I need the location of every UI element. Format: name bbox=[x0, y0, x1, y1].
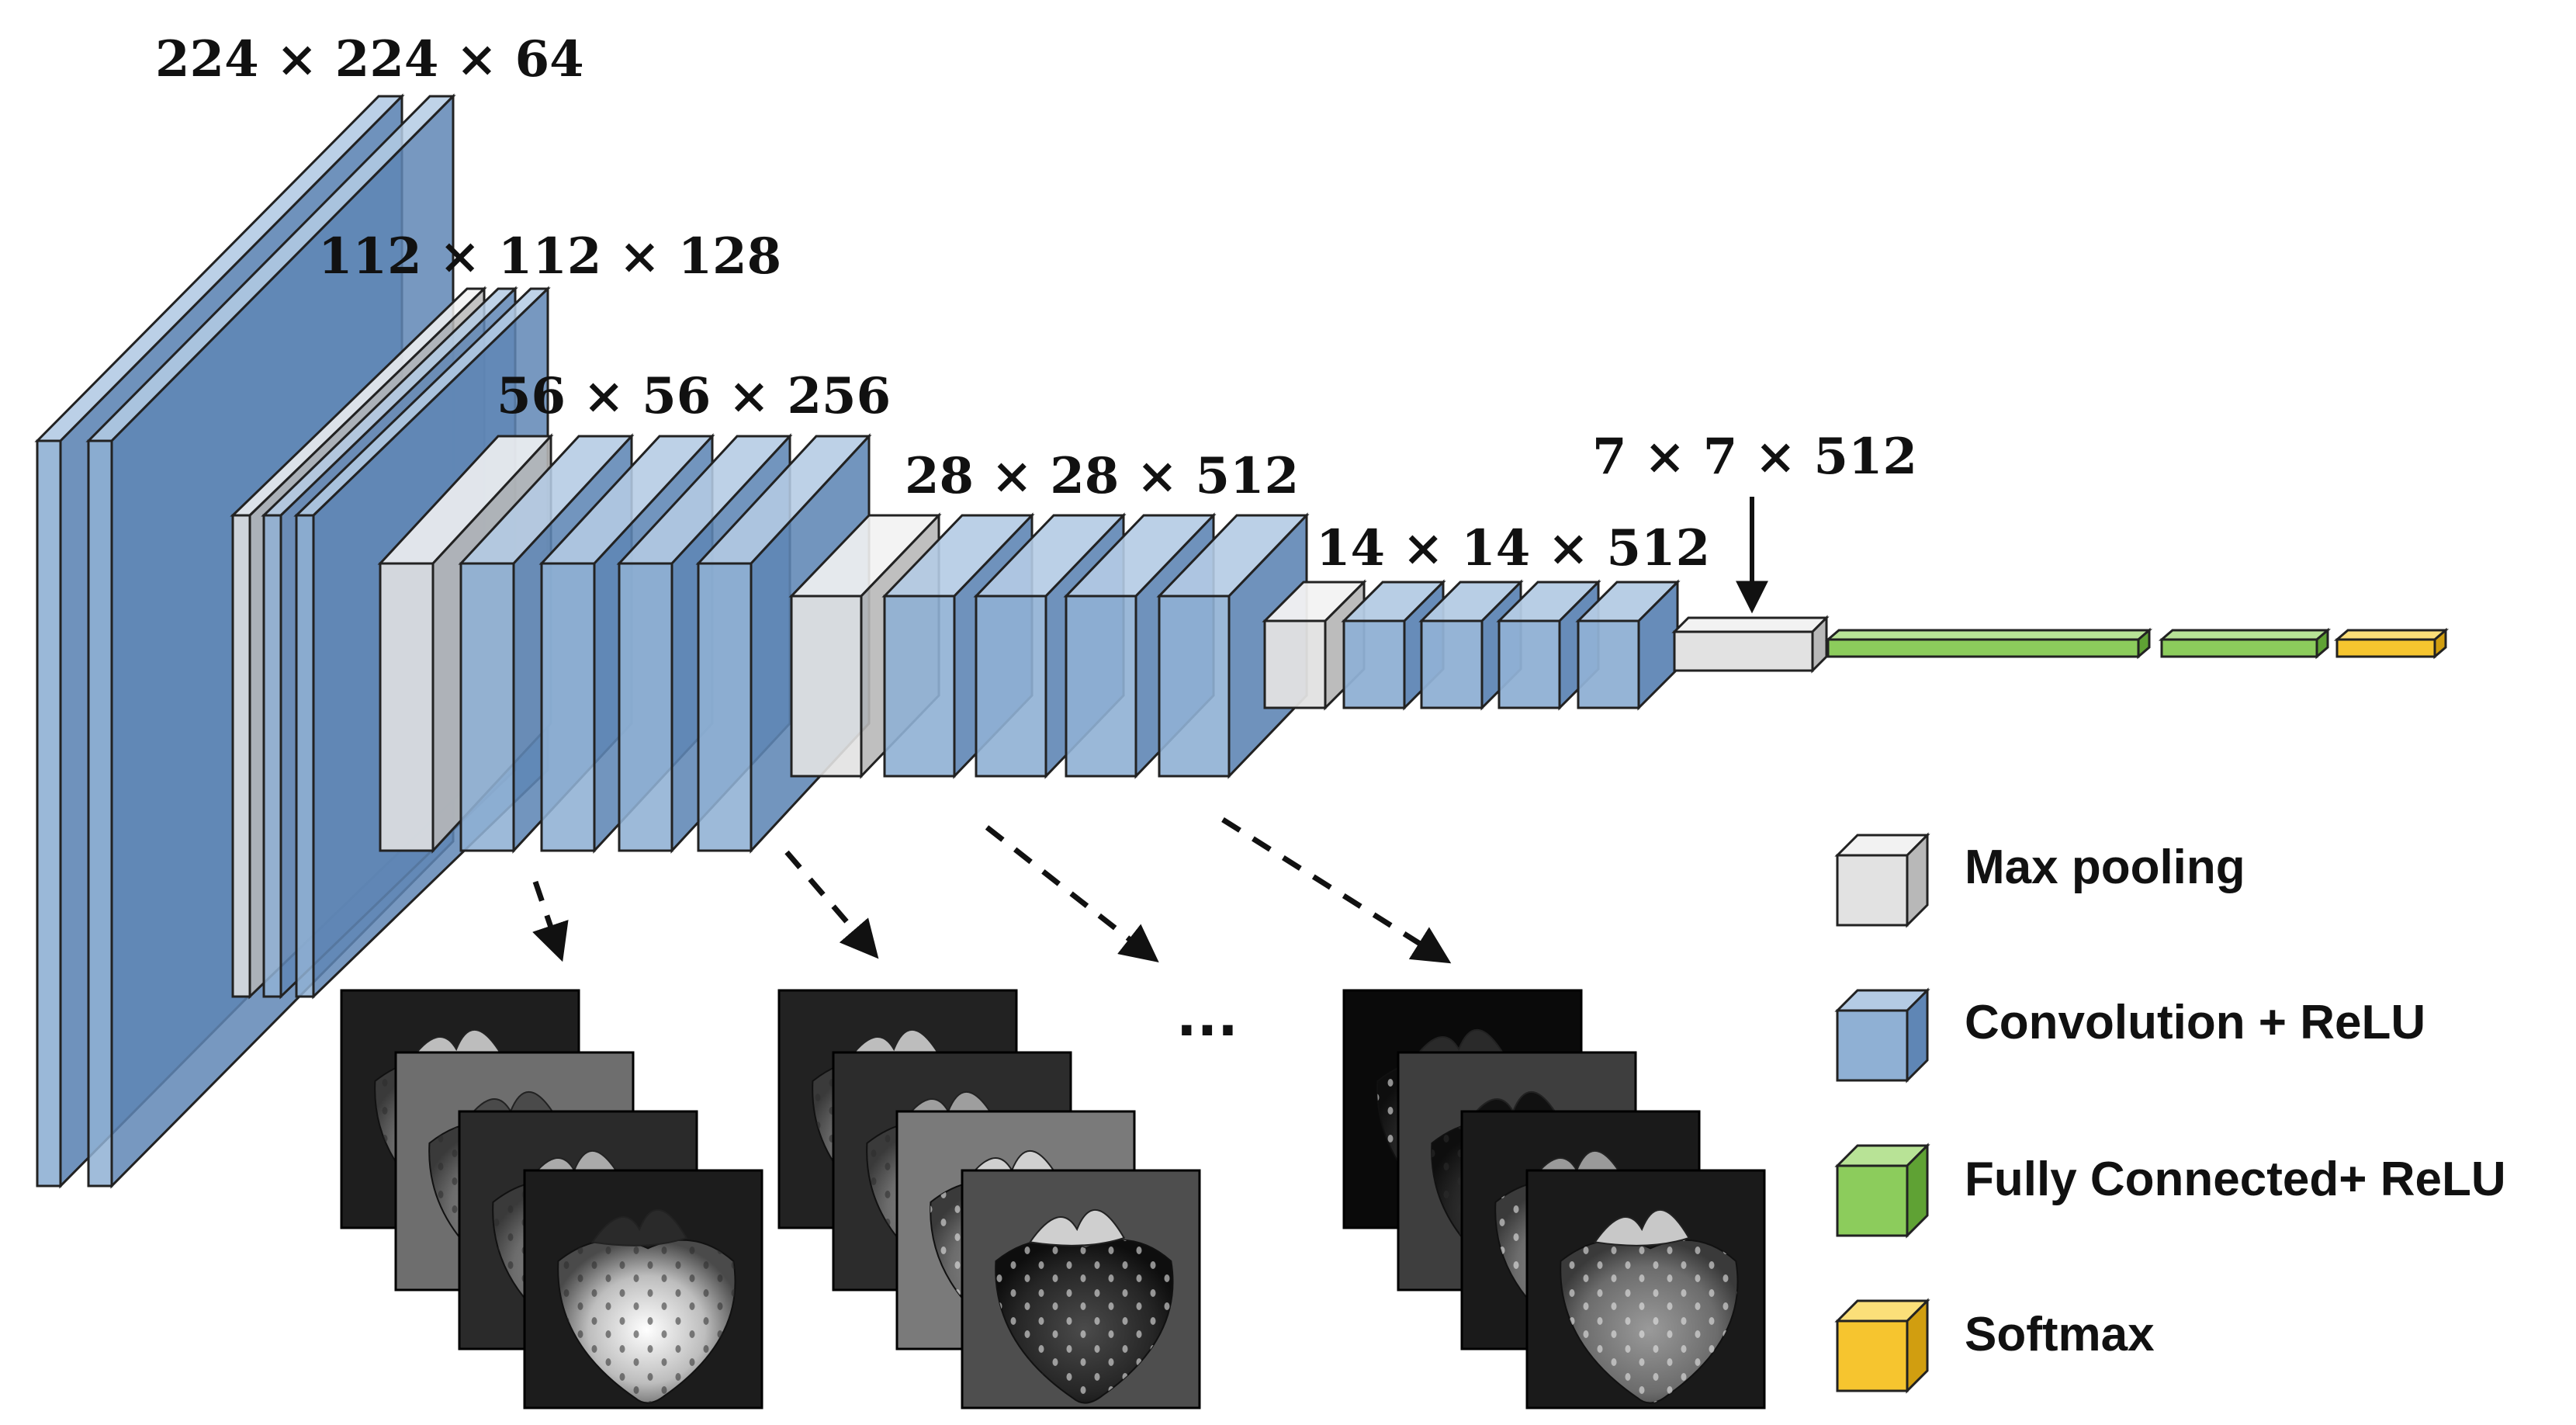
dim-label-56: 56 × 56 × 256 bbox=[497, 367, 891, 425]
legend-swatch-conv-icon bbox=[1834, 987, 1930, 1083]
pool5-block bbox=[1671, 615, 1830, 674]
legend-cube bbox=[1834, 1298, 1930, 1394]
legend: Max pooling Convolution + ReLU Fully Con… bbox=[1834, 832, 2506, 1394]
ellipsis-more-maps: ··· bbox=[1176, 999, 1238, 1063]
legend-label: Convolution + ReLU bbox=[1965, 996, 2425, 1049]
legend-swatch-pool-icon bbox=[1834, 832, 1930, 928]
feature-map-group-3 bbox=[1342, 989, 1766, 1409]
network-blocks bbox=[34, 93, 2450, 1189]
feature-map-tile bbox=[1525, 1169, 1766, 1409]
fc1-block bbox=[1824, 627, 2153, 660]
dashed-arrow-2 bbox=[784, 850, 879, 959]
legend-label: Max pooling bbox=[1965, 841, 2245, 894]
legend-label: Softmax bbox=[1965, 1308, 2155, 1361]
dashed-arrow-4 bbox=[1221, 817, 1452, 964]
dim-label-112: 112 × 112 × 128 bbox=[318, 227, 781, 286]
legend-item-softmax: Softmax bbox=[1834, 1298, 2155, 1394]
dim-label-224: 224 × 224 × 64 bbox=[155, 30, 584, 88]
fc2-block bbox=[2158, 627, 2332, 660]
feature-map-stacks bbox=[340, 989, 1766, 1409]
legend-swatch-fc-icon bbox=[1834, 1142, 1930, 1239]
dashed-arrow-3 bbox=[985, 825, 1159, 963]
dim-label-14: 14 × 14 × 512 bbox=[1316, 519, 1710, 577]
feature-map-group-2 bbox=[777, 989, 1201, 1409]
dim-label-7: 7 × 7 × 512 bbox=[1592, 428, 1917, 486]
legend-cube bbox=[1834, 987, 1930, 1083]
dashed-arrow-1 bbox=[532, 880, 569, 962]
legend-item-convolution-relu: Convolution + ReLU bbox=[1834, 987, 2425, 1083]
softmax-block bbox=[2333, 627, 2450, 660]
legend-swatch-softmax-icon bbox=[1834, 1298, 1930, 1394]
legend-cube bbox=[1834, 1142, 1930, 1239]
legend-item-fully-connected-relu: Fully Connected+ ReLU bbox=[1834, 1142, 2506, 1239]
feature-map-tile bbox=[523, 1169, 763, 1409]
legend-label: Fully Connected+ ReLU bbox=[1965, 1153, 2506, 1206]
feature-map-tile bbox=[961, 1169, 1201, 1409]
legend-item-max-pooling: Max pooling bbox=[1834, 832, 2245, 928]
feature-map-group-1 bbox=[340, 989, 763, 1409]
conv5-4-block bbox=[1575, 579, 1681, 711]
feature-map-arrows bbox=[532, 497, 1768, 964]
dim-label-28: 28 × 28 × 512 bbox=[905, 447, 1299, 505]
legend-cube bbox=[1834, 832, 1930, 928]
